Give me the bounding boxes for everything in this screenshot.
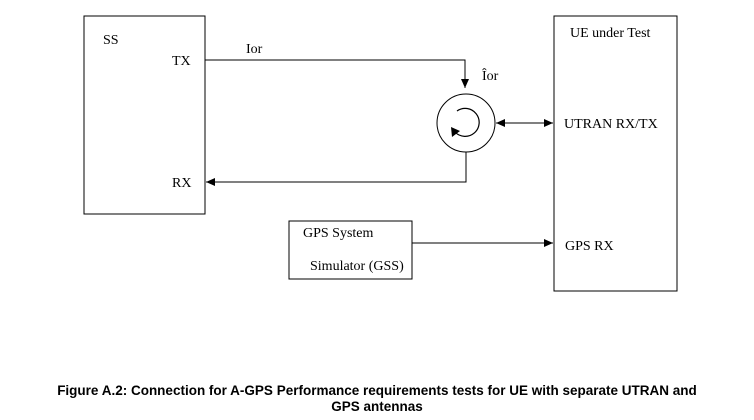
- ior-hat-label: Îor: [482, 67, 499, 84]
- ue-gps-rx-label: GPS RX: [565, 239, 614, 254]
- circulator-icon: [436, 93, 496, 153]
- ue-block: UE under Test UTRAN RX/TX GPS RX: [553, 15, 678, 292]
- ue-utran-label: UTRAN RX/TX: [564, 117, 658, 132]
- ss-block: SS TX RX: [83, 15, 206, 215]
- rx-signal-path: [206, 152, 467, 186]
- ss-rx-label: RX: [172, 176, 191, 191]
- figure-caption: Figure A.2: Connection for A-GPS Perform…: [0, 383, 754, 415]
- gss-line2: Simulator (GSS): [310, 259, 404, 274]
- caption-line-2: GPS antennas: [331, 399, 423, 414]
- ss-title: SS: [103, 33, 119, 48]
- gss-line1: GPS System: [303, 226, 374, 241]
- caption-line-1: Figure A.2: Connection for A-GPS Perform…: [57, 383, 697, 398]
- ue-title: UE under Test: [570, 26, 651, 41]
- ior-label: Ior: [246, 42, 263, 57]
- tx-signal-path: [205, 59, 469, 88]
- gss-block: GPS System Simulator (GSS): [288, 220, 413, 280]
- ss-tx-label: TX: [172, 54, 191, 69]
